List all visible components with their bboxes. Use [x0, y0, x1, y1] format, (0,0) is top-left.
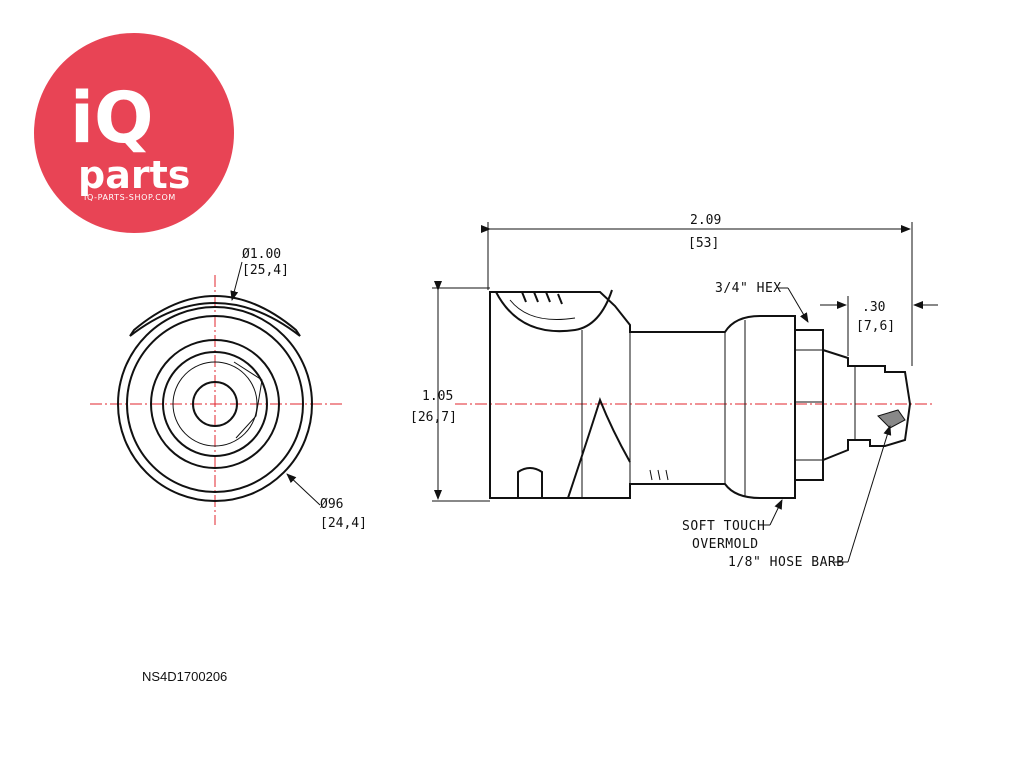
front-ring-3 [150, 339, 280, 469]
barb-note: 1/8" HOSE BARB [728, 555, 845, 570]
logo-iq-text: iQ [70, 77, 154, 159]
coupling-body [489, 291, 796, 499]
front-outer-ring [117, 306, 313, 502]
front-valve-detail [233, 361, 263, 439]
bottom-ribs [649, 469, 669, 481]
overmold-leader [769, 499, 783, 526]
front-ring-5 [172, 361, 258, 447]
barb-length-mm-label: [7,6] [856, 319, 895, 334]
dia-inner-label: Ø96 [320, 497, 343, 512]
length-mm-label: [53] [688, 236, 719, 251]
hex-leader [787, 287, 809, 323]
front-ring-4 [162, 351, 268, 457]
logo-circle [34, 33, 234, 233]
logo-parts-text: parts [78, 153, 190, 197]
hex-note: 3/4" HEX [715, 281, 782, 296]
height-mm-label: [26,7] [410, 410, 457, 425]
height-label: 1.05 [422, 389, 453, 404]
dia-outer-leader [230, 261, 243, 301]
overmold-note-2: OVERMOLD [692, 537, 759, 552]
latch-outline [495, 289, 613, 333]
overmold-curve [567, 397, 631, 499]
dia-inner-mm-label: [24,4] [320, 516, 367, 531]
side-view: 2.09 [53] 1.05 [26,7] .30 [7,6] 3/4" HEX… [410, 213, 938, 570]
brand-logo: iQ parts IQ-PARTS-SHOP.COM [34, 33, 234, 233]
front-view: Ø1.00 [25,4] Ø96 [24,4] [90, 247, 367, 531]
barb-tip [877, 409, 906, 429]
hex-nut [794, 329, 824, 481]
barb-leader [847, 425, 892, 563]
length-label: 2.09 [690, 213, 721, 228]
dia-outer-mm-label: [25,4] [242, 263, 289, 278]
part-number: NS4D1700206 [142, 669, 227, 684]
latch-inner [509, 299, 576, 321]
dia-outer-label: Ø1.00 [242, 247, 281, 262]
hose-barb [822, 348, 912, 462]
front-bore [192, 381, 238, 427]
dia-inner-leader [286, 473, 321, 506]
top-ribs [521, 291, 563, 305]
front-ring-2 [126, 315, 304, 493]
front-latch-top [129, 295, 301, 337]
overmold-note-1: SOFT TOUCH [682, 519, 765, 534]
logo-url-text: IQ-PARTS-SHOP.COM [84, 193, 176, 202]
bottom-slot [517, 467, 543, 498]
barb-length-label: .30 [862, 300, 885, 315]
